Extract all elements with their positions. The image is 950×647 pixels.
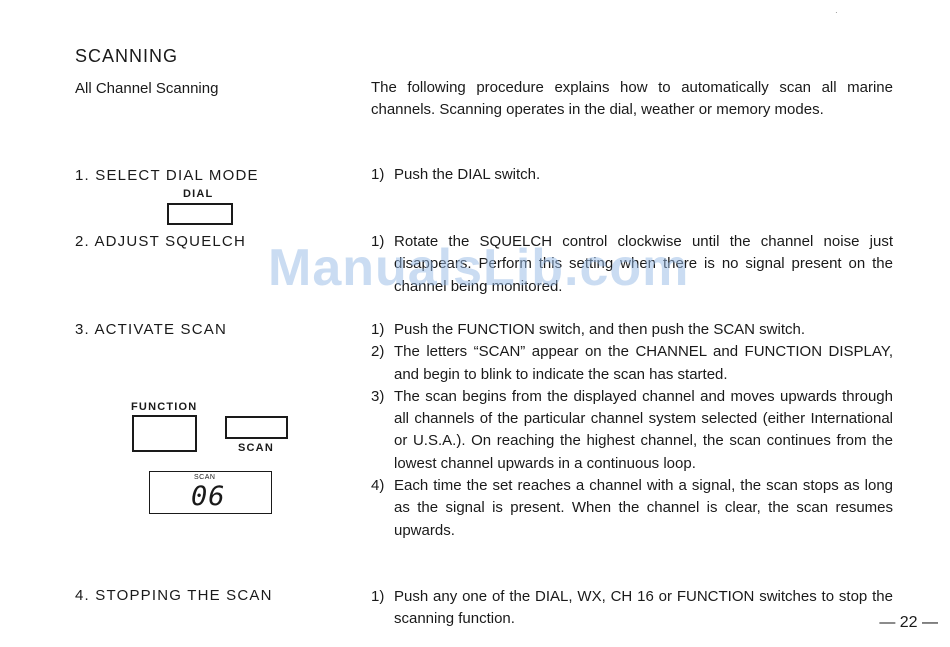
scan-button-caption: SCAN [238,442,274,454]
step-3-item-2: 2) The letters “SCAN” appear on the CHAN… [371,343,893,383]
intro-paragraph: The following procedure explains how to … [371,79,893,119]
function-button-diagram [132,415,197,452]
margin-tick: · [835,8,838,17]
step-3-item-3: 3) The scan begins from the displayed ch… [371,387,893,472]
lcd-scan-indicator: SCAN [194,474,216,481]
step-3-label: 3. ACTIVATE SCAN [75,321,228,338]
step-1-label: 1. SELECT DIAL MODE [75,167,259,184]
step-3-instructions: 1) Push the FUNCTION switch, and then pu… [371,319,893,542]
step-2-instructions: 1) Rotate the SQUELCH control clockwise … [371,231,893,298]
step-1-instructions: 1) Push the DIAL switch. [371,164,893,186]
step-3-item-1: 1) Push the FUNCTION switch, and then pu… [371,321,805,338]
scan-button-diagram [225,416,288,439]
step-1-item-1: 1) Push the DIAL switch. [371,166,541,183]
channel-lcd-display: SCAN 06 [149,471,272,514]
step-4-item-1: 1) Push any one of the DIAL, WX, CH 16 o… [371,588,893,628]
subsection-title: All Channel Scanning [75,80,219,97]
dial-button-caption: DIAL [183,188,214,200]
section-title: SCANNING [75,46,179,66]
step-3-item-4: 4) Each time the set reaches a channel w… [371,477,893,539]
step-2-label: 2. ADJUST SQUELCH [75,233,247,250]
dial-button-diagram [167,203,233,225]
step-4-instructions: 1) Push any one of the DIAL, WX, CH 16 o… [371,586,893,631]
page-number: — 22 — [879,614,938,631]
lcd-channel-number: 06 [191,481,226,512]
function-button-caption: FUNCTION [131,401,198,413]
step-2-item-1: 1) Rotate the SQUELCH control clockwise … [371,233,893,295]
step-4-label: 4. STOPPING THE SCAN [75,587,273,604]
